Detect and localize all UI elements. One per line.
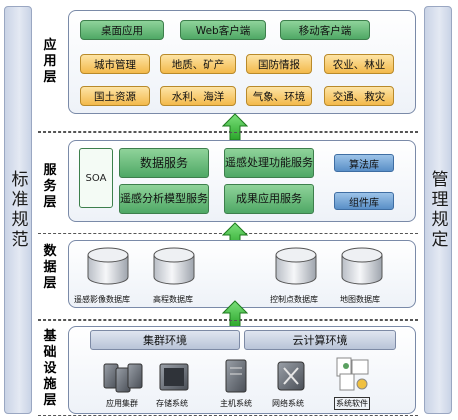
soa-box: SOA <box>79 148 113 208</box>
app-defense-intel: 国防情报 <box>246 54 312 74</box>
cluster-icon <box>103 363 143 393</box>
app-urban-management: 城市管理 <box>80 54 150 74</box>
library-component: 组件库 <box>334 192 394 210</box>
hardware-cluster-label: 应用集群 <box>106 399 138 408</box>
network-icon <box>277 361 305 391</box>
database-control-point-label: 控制点数据库 <box>270 295 318 304</box>
service-data: 数据服务 <box>119 148 209 178</box>
database-map-icon <box>341 247 383 285</box>
hardware-storage-label: 存储系统 <box>156 399 188 408</box>
app-traffic-relief: 交通、救灾 <box>324 86 394 106</box>
app-agri-forestry: 农业、林业 <box>324 54 394 74</box>
host-server-icon <box>225 359 247 393</box>
software-icon <box>336 357 369 391</box>
database-map-label: 地图数据库 <box>340 295 380 304</box>
app-land-resources: 国土资源 <box>80 86 150 106</box>
management-sidebar: 管理规定 <box>424 6 452 414</box>
service-rs-analysis: 遥感分析模型服务 <box>119 184 209 214</box>
database-control-point-icon <box>275 247 317 285</box>
hardware-network-label: 网络系统 <box>272 399 304 408</box>
hardware-software-label: 系统软件 <box>334 397 370 410</box>
app-desktop: 桌面应用 <box>80 20 164 40</box>
service-rs-processing: 遥感处理功能服务 <box>224 148 314 178</box>
database-elevation-icon <box>153 247 195 285</box>
application-layer: 应用层 <box>38 4 418 132</box>
storage-icon <box>159 363 189 391</box>
standards-sidebar: 标准规范 <box>4 6 32 414</box>
standards-label: 标准规范 <box>7 170 28 250</box>
app-weather-env: 气象、环境 <box>246 86 312 106</box>
database-elevation-label: 高程数据库 <box>153 295 193 304</box>
service-result-app: 成果应用服务 <box>224 184 314 214</box>
hardware-host-label: 主机系统 <box>220 399 252 408</box>
data-layer-label: 数据层 <box>43 244 57 291</box>
database-rs-image-icon <box>87 247 129 285</box>
env-cluster: 集群环境 <box>90 330 240 350</box>
application-layer-label: 应用层 <box>43 38 57 85</box>
service-layer-label: 服务层 <box>43 163 57 210</box>
infrastructure-layer: 基础设施层 <box>38 320 418 416</box>
data-layer: 数据层 <box>38 234 418 320</box>
library-algorithm: 算法库 <box>334 154 394 172</box>
infrastructure-layer-label: 基础设施层 <box>43 329 57 408</box>
app-water-ocean: 水利、海洋 <box>160 86 236 106</box>
management-label: 管理规定 <box>427 170 448 250</box>
database-rs-image-label: 遥感影像数据库 <box>74 295 130 304</box>
app-mobile-client: 移动客户端 <box>280 20 370 40</box>
app-geology-mining: 地质、矿产 <box>160 54 236 74</box>
app-web-client: Web客户端 <box>180 20 266 40</box>
env-cloud: 云计算环境 <box>244 330 396 350</box>
